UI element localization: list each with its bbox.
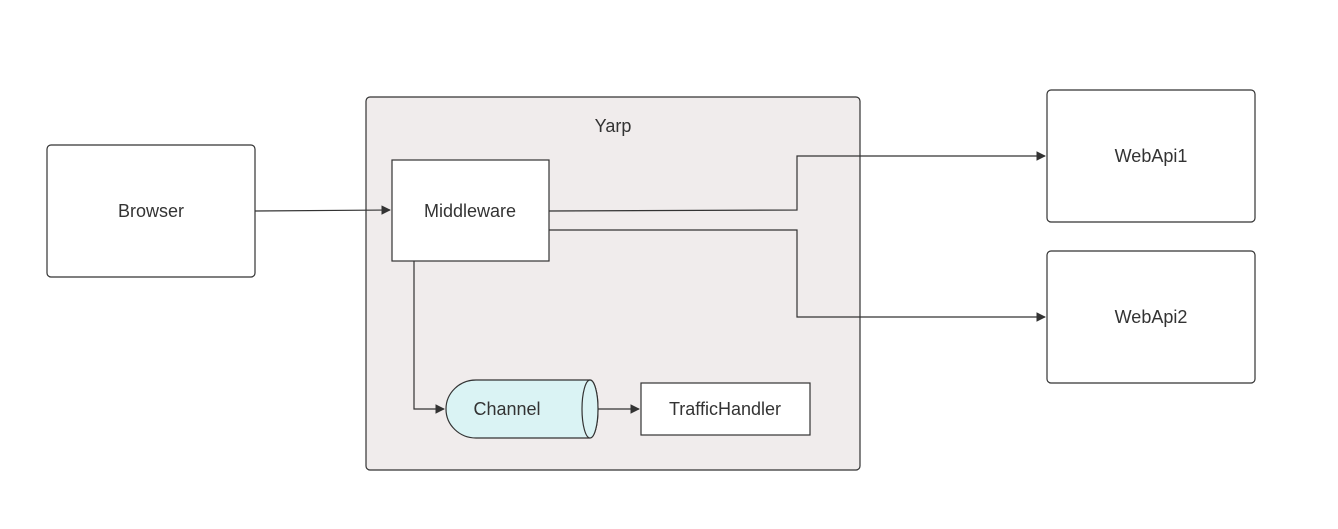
webapi2-node-label: WebApi2 (1115, 307, 1188, 327)
webapi1-node (1046, 89, 1256, 223)
middleware-node (391, 159, 550, 262)
yarp-group-label: Yarp (595, 116, 632, 136)
middleware-node-label: Middleware (424, 201, 516, 221)
edge-middleware-to-webapi2 (549, 229, 1046, 322)
edge-middleware-to-webapi1 (548, 151, 1046, 212)
edge-middleware-to-channel (413, 261, 445, 414)
channel-node-cap (581, 379, 599, 439)
edge-browser-to-middleware (254, 205, 391, 215)
webapi1-node-label: WebApi1 (1115, 146, 1188, 166)
webapi2-node (1046, 250, 1256, 384)
traffic-handler-node (640, 382, 811, 436)
traffic-handler-node-label: TrafficHandler (669, 399, 781, 419)
channel-node-label: Channel (473, 399, 540, 419)
browser-node-label: Browser (118, 201, 184, 221)
